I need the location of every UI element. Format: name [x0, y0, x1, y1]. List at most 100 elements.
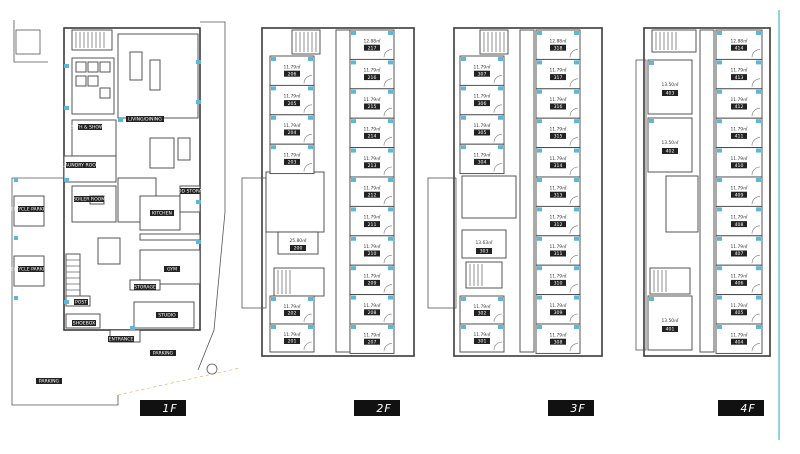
window [537, 325, 542, 329]
room-number-box [550, 309, 566, 316]
window [388, 325, 393, 329]
window [574, 119, 579, 124]
room-number-box [284, 338, 300, 344]
room-number-label: 313 [554, 192, 563, 198]
room-number-label: 304 [478, 160, 487, 166]
room-area-label: 11.79㎡ [731, 243, 749, 250]
room-number-box [731, 338, 747, 345]
room-number-label: 316 [554, 104, 563, 110]
room-number-box [731, 132, 747, 139]
room-number-label: 303 [480, 249, 489, 255]
shower-stall-5 [87, 75, 99, 87]
room-label-box [156, 312, 178, 318]
door-swing [751, 284, 761, 293]
lounge-1f [97, 237, 121, 265]
window-1f [196, 200, 201, 204]
room-label-box [74, 196, 104, 202]
room-area-label: 13.50㎡ [662, 317, 680, 324]
window-1f [14, 236, 18, 240]
window [351, 325, 356, 329]
window [574, 266, 579, 271]
sofa [129, 51, 143, 81]
window [574, 31, 579, 35]
door-swing [493, 133, 503, 143]
window [756, 325, 761, 329]
door-swing [751, 254, 761, 264]
room-area-label: 13.63㎡ [476, 239, 494, 246]
room-number-label: 209 [368, 281, 377, 287]
room-number-box [284, 100, 300, 107]
room-3f-unit [459, 84, 505, 116]
tree-symbol [206, 363, 218, 375]
window [351, 236, 356, 241]
room-number-box [731, 44, 747, 51]
room-area-label: 11.79㎡ [284, 331, 302, 338]
door-swing [493, 313, 503, 323]
room-area-label: 11.79㎡ [284, 122, 302, 129]
room-number-label: 307 [478, 71, 487, 77]
room-area-label: 11.79㎡ [731, 273, 749, 280]
room-label-box [78, 124, 102, 130]
door-swing [383, 49, 393, 58]
window [271, 115, 276, 120]
room-area-label: 11.79㎡ [364, 184, 382, 191]
room-number-box [731, 279, 747, 286]
room-area-label: 11.79㎡ [550, 214, 568, 221]
room-area-label: 11.79㎡ [364, 214, 382, 221]
room-area-label: 11.79㎡ [364, 67, 382, 74]
room-area-label: 12.88㎡ [731, 37, 749, 44]
shower-stall-6 [99, 87, 111, 99]
room-area-label: 11.79㎡ [731, 214, 749, 221]
counter [149, 59, 161, 91]
window [351, 60, 356, 65]
room-number-label: 217 [368, 45, 377, 51]
room-label: BATH & SHOWER [70, 125, 110, 131]
door-swing [569, 313, 579, 323]
window [756, 89, 761, 94]
room-number-box [550, 132, 566, 139]
room-number-label: 204 [288, 130, 297, 136]
room-label: PARKING [153, 351, 174, 357]
room-label-box [74, 299, 88, 305]
bath-wc-2f [265, 171, 325, 233]
floor-tag-label: 1F [162, 402, 177, 415]
room-number-box [731, 250, 747, 257]
room-number-label: 311 [554, 251, 563, 257]
window-1f [64, 178, 69, 182]
room-label-box [36, 378, 62, 384]
window [574, 236, 579, 241]
window [351, 119, 356, 124]
window [461, 325, 466, 329]
stair-4f-mid-treads [653, 270, 667, 292]
room-number-box [731, 103, 747, 110]
plan-3f-rooms: 12.88㎡31811.79㎡31711.79㎡31611.79㎡31511.7… [459, 29, 581, 354]
room-number-label: 402 [666, 149, 675, 155]
window-1f [130, 326, 135, 330]
room-label: GYM [167, 267, 177, 273]
room-4f-unit [647, 295, 693, 351]
room-number-box [364, 309, 380, 316]
door-swing [751, 313, 761, 323]
window [537, 207, 542, 212]
room-label-box [126, 116, 164, 122]
room-area-label: 11.79㎡ [364, 243, 382, 250]
room-number-label: 318 [554, 45, 563, 51]
room-number-box [364, 132, 380, 139]
stair-2f-mid-treads [277, 270, 291, 294]
window [717, 148, 722, 153]
window [498, 115, 503, 120]
window [388, 89, 393, 94]
room-number-label: 213 [368, 163, 377, 169]
room-number-box [550, 44, 566, 51]
room-number-box [662, 148, 678, 154]
window [308, 57, 313, 61]
door-swing [383, 137, 393, 146]
room-area-label: 11.79㎡ [474, 93, 492, 100]
room-number-box [474, 100, 490, 107]
room-area-label: 11.79㎡ [364, 302, 382, 309]
room-number-label: 201 [288, 339, 297, 345]
room-number-label: 202 [288, 311, 297, 317]
door-swing [751, 78, 761, 87]
window [756, 119, 761, 124]
